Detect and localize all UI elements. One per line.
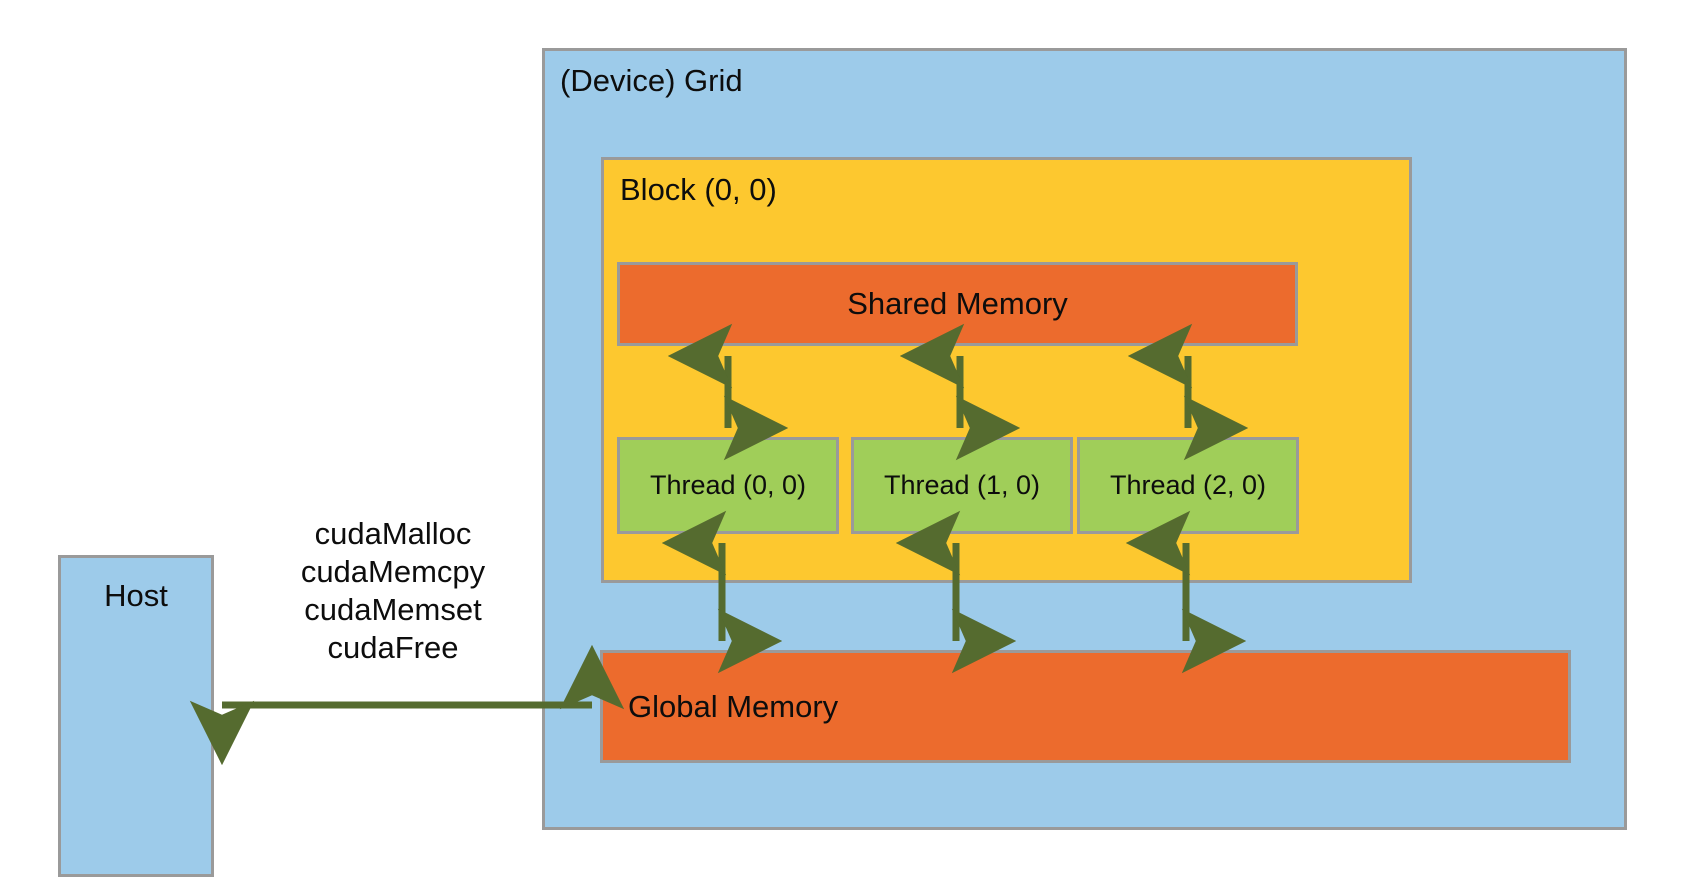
api-call-cudafree: cudaFree <box>327 630 459 665</box>
thread-box-2-0: Thread (2, 0) <box>1077 437 1299 534</box>
block-label: Block (0, 0) <box>620 172 777 207</box>
thread-label-2-0: Thread (2, 0) <box>1109 470 1267 500</box>
global-memory-label: Global Memory <box>628 688 839 724</box>
thread-box-0-0: Thread (0, 0) <box>617 437 839 534</box>
api-call-cudamalloc: cudaMalloc <box>314 516 472 551</box>
api-call-cudamemset: cudaMemset <box>304 592 482 627</box>
device-grid-label: (Device) Grid <box>560 63 743 98</box>
thread-label-0-0: Thread (0, 0) <box>649 470 807 500</box>
api-call-cudamemcpy: cudaMemcpy <box>300 554 486 589</box>
global-memory-box: Global Memory <box>600 650 1571 763</box>
cuda-api-call-list: cudaMalloc cudaMemcpy cudaMemset cudaFre… <box>243 515 543 667</box>
thread-label-1-0: Thread (1, 0) <box>883 470 1041 500</box>
host-box: Host <box>58 555 214 877</box>
host-label: Host <box>104 578 168 613</box>
thread-box-1-0: Thread (1, 0) <box>851 437 1073 534</box>
shared-memory-label: Shared Memory <box>847 286 1068 321</box>
shared-memory-box: Shared Memory <box>617 262 1298 346</box>
